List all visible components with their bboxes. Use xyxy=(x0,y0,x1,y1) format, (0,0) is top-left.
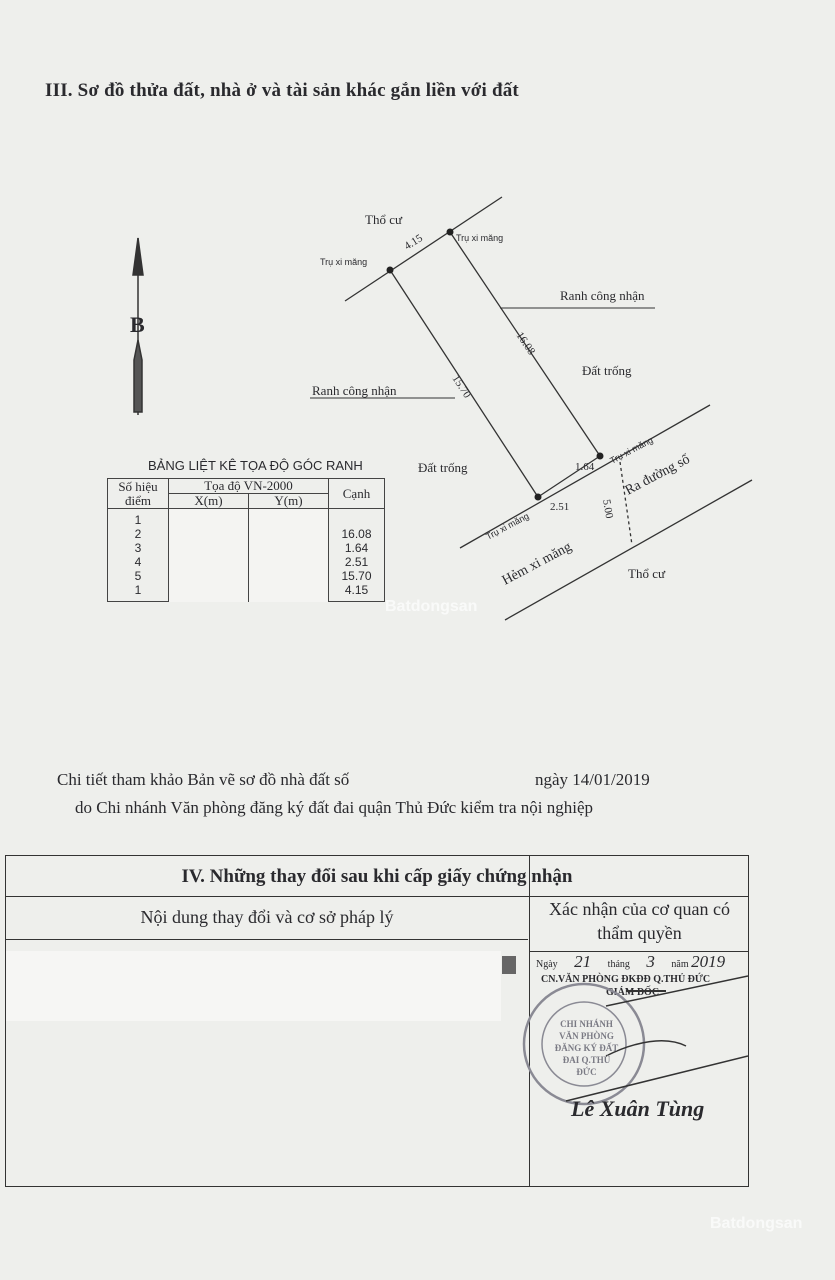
col-point-header: Số hiệu điểm xyxy=(107,478,169,509)
point-id: 2 xyxy=(134,527,142,541)
point-id: 3 xyxy=(134,541,142,555)
edge-bottom-right-length: 1.64 xyxy=(575,461,595,473)
label-tru-4: Trụ xi măng xyxy=(484,511,530,542)
corner-point xyxy=(446,228,454,236)
col-edge-header: Cạnh xyxy=(328,478,385,509)
edge-left-length: 15.70 xyxy=(449,373,473,401)
edge-length: 1.64 xyxy=(344,541,369,555)
stamp-and-signature xyxy=(522,975,748,1106)
x-values-redacted xyxy=(168,508,249,602)
day: 21 xyxy=(574,952,592,971)
label-tru-2: Trụ xi măng xyxy=(456,233,503,243)
label-ra-duong: Ra đường số xyxy=(623,452,693,499)
edge-length: 15.70 xyxy=(341,569,372,583)
north-label: B xyxy=(130,312,145,337)
confirm-date: Ngày 21 tháng 3 năm 2019 xyxy=(536,952,725,972)
right-edge-line xyxy=(449,231,601,457)
point-id: 1 xyxy=(134,513,142,527)
reference-line-1: Chi tiết tham khảo Bản vẽ sơ đồ nhà đất … xyxy=(57,770,350,789)
section-4-title: IV. Những thay đổi sau khi cấp giấy chứn… xyxy=(6,856,748,897)
point-id: 4 xyxy=(134,555,142,569)
edge-length: 2.51 xyxy=(344,555,369,569)
edge-length: 4.15 xyxy=(344,583,369,597)
label-dat-trong-left: Đất trống xyxy=(418,460,468,475)
road-width: 5.00 xyxy=(600,498,615,520)
point-id: 5 xyxy=(134,569,142,583)
stamp-inner-ring xyxy=(541,1001,627,1087)
north-arrow-icon xyxy=(132,237,144,415)
redacted-content xyxy=(6,951,501,1021)
col-y-header: Y(m) xyxy=(248,493,329,509)
month: 3 xyxy=(646,952,655,971)
top-boundary-line xyxy=(344,196,503,302)
official-stamp xyxy=(522,982,646,1106)
label-dat-trong-right: Đất trống xyxy=(582,363,632,378)
signature-icon xyxy=(565,975,748,1102)
col-coord-header: Tọa độ VN-2000 xyxy=(168,478,329,494)
date-prefix: Ngày xyxy=(536,959,558,970)
coordinate-table: Số hiệu điểm Tọa độ VN-2000 Cạnh X(m) Y(… xyxy=(107,478,385,602)
col-changes-header: Nội dung thay đổi và cơ sở pháp lý xyxy=(6,897,528,940)
section-4-table: IV. Những thay đổi sau khi cấp giấy chứn… xyxy=(5,855,749,1187)
watermark: Batdongsan xyxy=(385,598,478,615)
label-tho-cu-bottom: Thổ cư xyxy=(628,566,666,581)
position: GIÁM ĐỐC xyxy=(606,987,660,998)
corner-point xyxy=(534,493,542,501)
corner-point xyxy=(386,266,394,274)
label-hem: Hẻm xi măng xyxy=(500,540,574,589)
label-ranh-left: Ranh công nhận xyxy=(312,383,397,398)
reference-line-2: do Chi nhánh Văn phòng đăng ký đất đai q… xyxy=(75,798,594,817)
y-values-redacted xyxy=(248,508,329,602)
left-edge-line xyxy=(389,269,539,498)
table-title: BẢNG LIỆT KÊ TỌA ĐỘ GÓC RANH xyxy=(148,458,363,473)
col-x-header: X(m) xyxy=(168,493,249,509)
point-id: 1 xyxy=(134,583,142,597)
label-tho-cu-top: Thổ cư xyxy=(365,212,403,227)
office-name: CN.VĂN PHÒNG ĐKĐĐ Q.THỦ ĐỨC xyxy=(541,974,711,985)
bottom-edge-line xyxy=(537,455,601,498)
month-label: tháng xyxy=(607,959,630,970)
edge-bottom-length: 2.51 xyxy=(550,501,569,513)
signer-name: Lê Xuân Tùng xyxy=(571,1096,705,1121)
alley-line-2 xyxy=(504,479,753,621)
section-3-title: III. Sơ đồ thửa đất, nhà ở và tài sản kh… xyxy=(45,80,519,101)
redaction-mark xyxy=(502,956,516,974)
label-ranh-right: Ranh công nhận xyxy=(560,288,645,303)
road-width-marker xyxy=(619,461,633,546)
year: 2019 xyxy=(691,952,726,971)
reference-date: ngày 14/01/2019 xyxy=(535,770,650,789)
col-confirm-header: Xác nhận của cơ quan có thẩm quyền xyxy=(529,897,749,965)
edge-length xyxy=(329,513,384,527)
watermark: Batdongsan xyxy=(710,1215,803,1232)
year-label: năm xyxy=(671,959,689,970)
edge-length: 16.08 xyxy=(341,527,372,541)
label-tru-3: Trụ xi măng xyxy=(608,435,654,466)
label-tru-1: Trụ xi măng xyxy=(320,257,367,267)
alley-line-1 xyxy=(459,404,711,549)
edge-right-length: 16.08 xyxy=(514,330,538,358)
corner-point xyxy=(596,452,604,460)
stamp-text: CHI NHÁNH VĂN PHÒNG ĐĂNG KÝ ĐẤT ĐAI Q.TH… xyxy=(554,1019,619,1077)
